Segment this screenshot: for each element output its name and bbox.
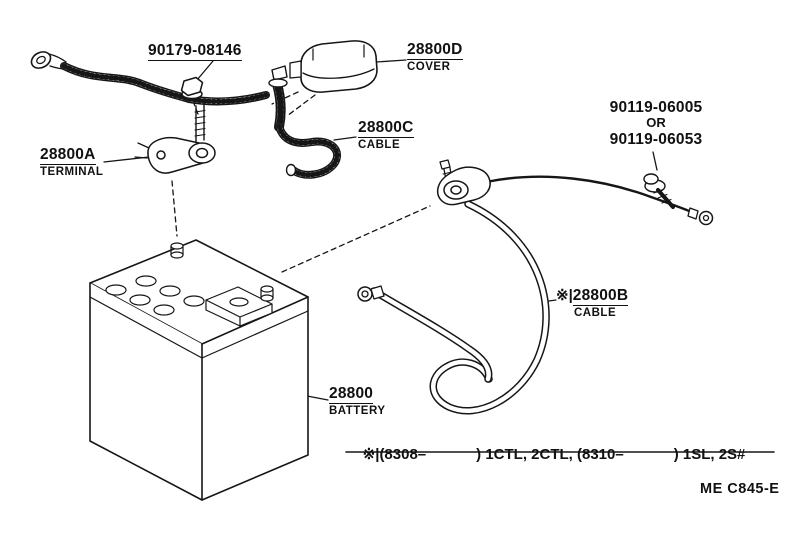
label-terminal: 28800A TERMINAL xyxy=(40,146,103,179)
cable-a-ring-end xyxy=(30,51,67,70)
label-cable-b: ※|28800B CABLE xyxy=(556,287,629,320)
part-number-bolt-2: 90119-06053 xyxy=(609,130,703,148)
leader-lines xyxy=(103,59,658,401)
footnote-marker-icon: ※| xyxy=(362,446,380,463)
assembly-dashed-lines xyxy=(171,91,431,273)
drawing-code: ME C845-E xyxy=(700,481,780,497)
part-name-cable-b: CABLE xyxy=(574,307,617,320)
cover-drawing xyxy=(289,40,378,93)
part-number-nut: 90179-08146 xyxy=(148,42,242,62)
part-number-battery: 28800 xyxy=(329,385,374,405)
part-number-bolt-1: 90119-06005 xyxy=(609,99,703,116)
label-cable-c: 28800C CABLE xyxy=(358,119,414,152)
reference-marker-icon: ※| xyxy=(556,287,573,304)
label-cover: 28800D COVER xyxy=(407,41,463,74)
part-name-cable-c: CABLE xyxy=(358,139,401,152)
part-number-bolt-or: OR xyxy=(646,115,666,131)
part-number-cable-b: 28800B xyxy=(572,287,629,307)
label-nut: 90179-08146 xyxy=(148,42,242,62)
applicability-footnote: ※|(8308– ) 1CTL, 2CTL, (8310– ) 1SL, 2S# xyxy=(346,428,746,480)
sensor-wire-drawing xyxy=(484,175,714,226)
cable-c-drawing xyxy=(275,122,341,179)
nut-drawing xyxy=(180,76,204,100)
cable-b-drawing xyxy=(357,200,550,415)
footnote-text: (8308– ) 1CTL, 2CTL, (8310– ) 1SL, 2S# xyxy=(379,446,746,463)
part-name-cover: COVER xyxy=(407,61,451,74)
terminal-b-drawing xyxy=(436,159,491,206)
label-battery: 28800 BATTERY xyxy=(329,385,386,418)
cable-c-boot-drawing xyxy=(268,65,288,132)
terminal-a-drawing xyxy=(134,136,216,174)
part-number-cover: 28800D xyxy=(407,41,463,61)
part-number-terminal: 28800A xyxy=(40,146,96,166)
part-number-cable-c: 28800C xyxy=(358,119,414,139)
part-name-terminal: TERMINAL xyxy=(40,166,104,179)
label-bolt: 90119-06005 OR 90119-06053 xyxy=(592,99,720,148)
part-name-battery: BATTERY xyxy=(329,405,386,418)
cable-a-drawing xyxy=(60,62,270,106)
terminal-a-bolt-drawing xyxy=(194,103,206,143)
screw-drawing xyxy=(643,173,675,209)
battery-drawing xyxy=(89,239,309,501)
